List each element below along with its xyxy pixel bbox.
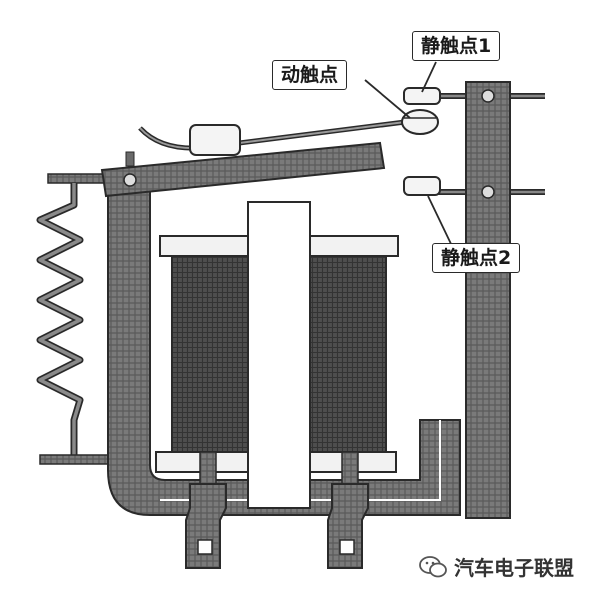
leader-static-2	[428, 196, 452, 246]
static-contact-2-label: 静触点2	[432, 243, 520, 273]
armature-pivot	[124, 174, 136, 186]
terminal-post	[466, 82, 510, 518]
spring-bottom-bar	[40, 455, 110, 464]
static-contact-2	[404, 177, 440, 195]
moving-contact	[402, 110, 438, 134]
wechat-icon	[418, 554, 448, 580]
iron-core	[248, 202, 310, 508]
static-contact-1-label: 静触点1	[412, 31, 500, 61]
watermark: 汽车电子联盟	[418, 552, 574, 581]
moving-contact-label: 动触点	[272, 60, 347, 90]
coil-right	[310, 256, 386, 452]
spring-top-bar	[48, 174, 108, 183]
coil-left	[172, 256, 248, 452]
armature	[102, 143, 384, 196]
insulator-block	[190, 125, 240, 155]
watermark-text: 汽车电子联盟	[454, 552, 574, 581]
